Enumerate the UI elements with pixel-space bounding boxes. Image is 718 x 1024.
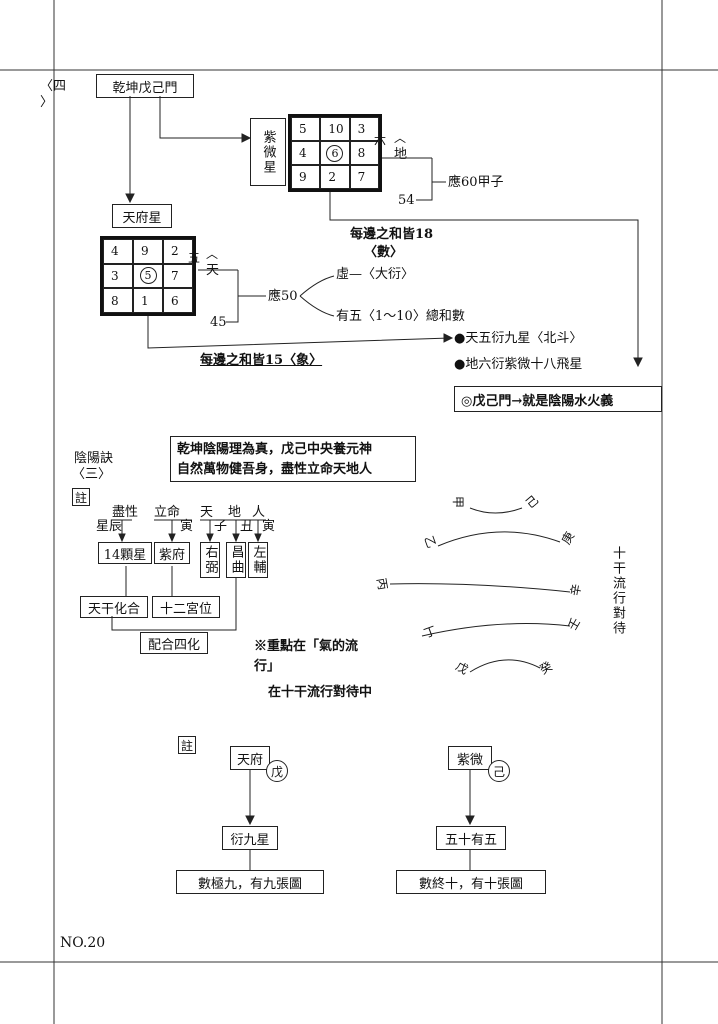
ziwei-stem-circle: 己: [488, 760, 510, 782]
tianfu-center-number: 5: [139, 267, 157, 285]
tree-ren: 人: [252, 505, 266, 520]
title-box: 乾坤戊己門: [96, 74, 194, 98]
num45: 45: [210, 315, 227, 330]
wushi-box: 五十有五: [436, 826, 506, 850]
box-youbi: 右弼: [200, 542, 220, 578]
box-ziwei-fu: 紫府: [154, 542, 190, 564]
ziwei-box2: 紫微: [448, 746, 492, 770]
tianfu-label: 天府星: [112, 204, 172, 228]
tianfu-grid: 4 9 2 3 5 7 8 1 6: [100, 236, 196, 316]
di-number: 六: [374, 133, 387, 147]
page-number: NO.20: [60, 935, 106, 951]
box-14stars: 14顆星: [98, 542, 152, 564]
box-peihe: 配合四化: [140, 632, 208, 654]
edge18-line2: 〈數〉: [364, 245, 404, 260]
edge15: 每邊之和皆15〈象〉: [200, 353, 323, 368]
box-tiangan: 天干化合: [80, 596, 148, 618]
tianfu-cell: 6: [163, 288, 193, 313]
tianfu-box: 天府: [230, 746, 270, 770]
ying60: 應60甲子: [448, 175, 504, 190]
zhu2-label: 註: [178, 736, 196, 754]
ziwei-cell: 2: [320, 165, 350, 189]
tianfu-cell: 1: [133, 288, 163, 313]
tianfu-cell: 3: [103, 263, 133, 289]
tree-zi: 子: [214, 519, 228, 534]
poem-line-2: 自然萬物健吾身，盡性立命天地人: [177, 462, 373, 477]
stem-xin: 辛: [568, 582, 584, 598]
tree-jinxing: 盡性: [112, 505, 139, 520]
ziwei-grid: 5 10 3 4 6 8 9 2 7: [288, 114, 382, 192]
tianfu-cell: 8: [103, 288, 133, 313]
yanjiu-box: 衍九星: [222, 826, 278, 850]
tianfu-cell: 9: [133, 239, 163, 264]
tree-chou: 丑: [240, 519, 254, 534]
ying50: 應50: [268, 289, 298, 304]
ziwei-cell: 8: [349, 141, 379, 165]
ziwei-label: 紫微星: [250, 118, 286, 186]
zhu-label: 註: [72, 488, 90, 506]
bullet-1: ●天五衍九星〈北斗〉: [454, 331, 583, 346]
stem-jia: 甲: [451, 495, 466, 509]
tianfu-cell: 4: [103, 239, 133, 264]
tian-label: 天: [206, 263, 220, 278]
box-shier: 十二宮位: [152, 596, 220, 618]
ziwei-cell: 4: [291, 141, 321, 165]
tree-liming: 立命: [154, 505, 181, 520]
ziwei-center-cell: 6: [320, 141, 350, 165]
yinyang-title: 陰陽訣: [74, 451, 114, 466]
tianfu-center-cell: 5: [133, 263, 163, 289]
note-line-2: 行」: [254, 659, 281, 674]
tree-xingchen: 星辰: [96, 519, 123, 534]
tianfu-cell: 7: [163, 263, 193, 289]
note-line-1: ※重點在「氣的流: [254, 639, 359, 654]
section-mark: 〈四: [40, 79, 67, 94]
ziwei-cell: 5: [291, 117, 321, 141]
stems-title: 十干流行對待: [610, 546, 625, 636]
ziwei-center-number: 6: [326, 144, 344, 162]
tree-di: 地: [228, 505, 242, 520]
di-bracket: ︿: [394, 131, 407, 145]
tianfu-stem-circle: 戊: [266, 760, 288, 782]
poem-line-1: 乾坤陰陽理為真，戊己中央養元神: [177, 442, 373, 457]
tree-tian: 天: [200, 505, 214, 520]
wuji-box: ◎戊己門→就是陰陽水火義: [454, 386, 662, 412]
stem-bing: 丙: [374, 576, 390, 592]
box-zuofu: 左輔: [248, 542, 268, 578]
tree-yin1: 寅: [180, 519, 194, 534]
tree-yin2: 寅: [262, 519, 276, 534]
poem-box: 乾坤陰陽理為真，戊己中央養元神 自然萬物健吾身，盡性立命天地人: [170, 436, 416, 482]
edge18-line1: 每邊之和皆18: [350, 227, 434, 242]
di-label: 地: [394, 147, 408, 162]
shuji9-box: 數極九，有九張圖: [176, 870, 324, 894]
bullet-2: ●地六衍紫微十八飛星: [454, 357, 583, 372]
xu-text: 虛—〈大衍〉: [336, 267, 415, 282]
tian-number: 五: [188, 251, 201, 265]
shuzhong10-box: 數終十，有十張圖: [396, 870, 546, 894]
ziwei-cell: 3: [349, 117, 379, 141]
ziwei-cell: 9: [291, 165, 321, 189]
tian-bracket: ︿: [206, 247, 219, 261]
yinyang-sub: 〈三〉: [72, 467, 112, 482]
note-line-3: 在十干流行對待中: [268, 685, 373, 700]
ziwei-cell: 7: [349, 165, 379, 189]
num54: 54: [398, 193, 415, 208]
section-mark-bracket: 〉: [40, 95, 54, 110]
tianfu-cell: 2: [163, 239, 193, 264]
box-changqu: 昌曲: [226, 542, 246, 578]
ziwei-cell: 10: [320, 117, 350, 141]
youwu-text: 有五〈1～10〉總和數: [336, 309, 465, 324]
